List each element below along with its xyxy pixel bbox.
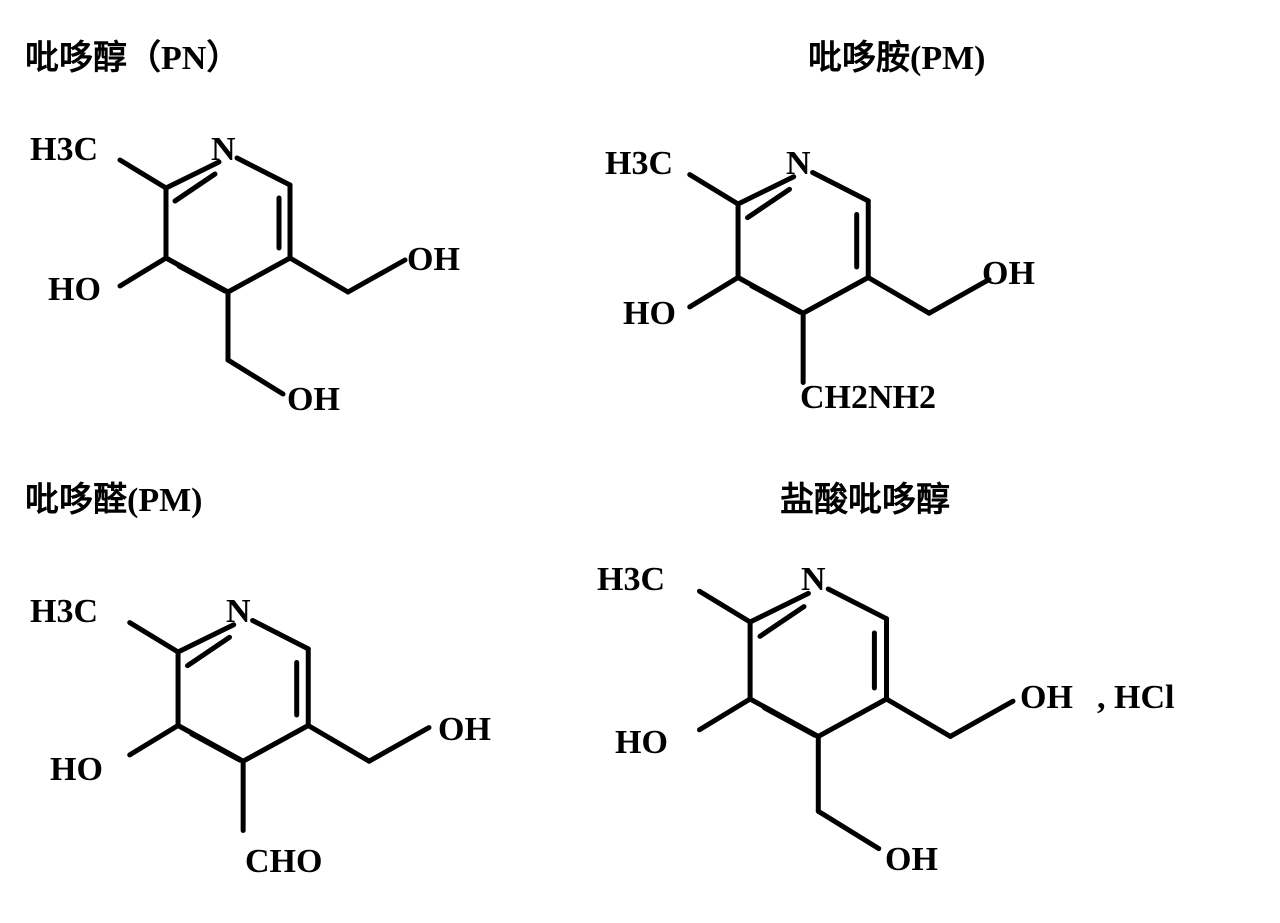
bond-line (250, 618, 311, 652)
bond-line (175, 723, 246, 764)
bond-line (810, 170, 871, 204)
bond-line (687, 275, 741, 310)
hydroxyl-label: HO (50, 751, 103, 788)
hydroxyl-label: HO (615, 724, 668, 761)
nitrogen-label: N (226, 593, 251, 630)
bond-line (117, 157, 169, 191)
title-pyridoxine-hcl: 盐酸吡哆醇 (780, 482, 950, 519)
bond-line (825, 586, 889, 622)
title-pyridoxamine: 吡哆胺(PM) (808, 40, 986, 77)
bond-line (225, 357, 286, 397)
bond-line (697, 696, 753, 733)
nitrogen-label: N (801, 561, 826, 598)
bond-line (747, 590, 811, 625)
structure-pyridoxamine: H3C N HO OH CH2NH2 (605, 145, 1035, 416)
c4-substituent-label: OH (885, 841, 938, 878)
bond-line (175, 622, 237, 655)
hydroxymethyl-oh-label: OH (982, 255, 1035, 292)
hydroxyl-label: HO (48, 271, 101, 308)
bond-line (172, 171, 218, 204)
bond-line (815, 808, 882, 852)
bond-line (735, 174, 797, 207)
bond-line (865, 275, 932, 316)
bond-line (800, 275, 871, 316)
bond-line (815, 696, 889, 739)
methyl-label: H3C (597, 561, 665, 598)
bond-line (225, 255, 293, 295)
bond-line (240, 723, 311, 764)
title-pyridoxal: 吡哆醛(PM) (25, 482, 203, 519)
bond-line (366, 725, 432, 764)
hydroxymethyl-oh-label: OH (438, 711, 491, 748)
bond-line (305, 723, 372, 764)
bond-line (185, 634, 232, 669)
hydroxymethyl-oh-label: OH (407, 241, 460, 278)
bond-line (926, 277, 992, 316)
methyl-label: H3C (605, 145, 673, 182)
bond-line (117, 255, 169, 289)
bond-line (947, 698, 1016, 739)
title-pyridoxine: 吡哆醇（PN） (25, 40, 241, 77)
bond-line (287, 255, 351, 295)
structure-pyridoxine-hcl: H3C N HO OH , HCl OH (597, 561, 1174, 878)
methyl-label: H3C (30, 131, 98, 168)
bond-line (697, 588, 753, 625)
bond-line (745, 186, 792, 221)
c4-substituent-label: OH (287, 381, 340, 418)
nitrogen-label: N (211, 131, 236, 168)
structure-pyridoxal: H3C N HO OH CHO (30, 593, 491, 880)
bond-line (234, 155, 293, 188)
methyl-label: H3C (30, 593, 98, 630)
bond-line (757, 604, 807, 639)
c4-substituent-label: CH2NH2 (800, 379, 936, 416)
nitrogen-label: N (786, 145, 811, 182)
bond-line (345, 257, 408, 295)
bond-line (127, 723, 181, 758)
bond-line (687, 172, 741, 207)
c4-substituent-label: CHO (245, 843, 322, 880)
bond-line (127, 620, 181, 655)
bond-line (163, 255, 231, 295)
bond-line (163, 159, 222, 191)
bond-line (747, 696, 821, 739)
structure-pyridoxine: H3C N HO OH OH (30, 131, 460, 418)
bond-line (735, 275, 806, 316)
hydroxyl-label: HO (623, 295, 676, 332)
hydroxymethyl-oh-label: OH (1020, 679, 1073, 716)
bond-line (884, 696, 953, 739)
salt-label: , HCl (1097, 679, 1174, 716)
